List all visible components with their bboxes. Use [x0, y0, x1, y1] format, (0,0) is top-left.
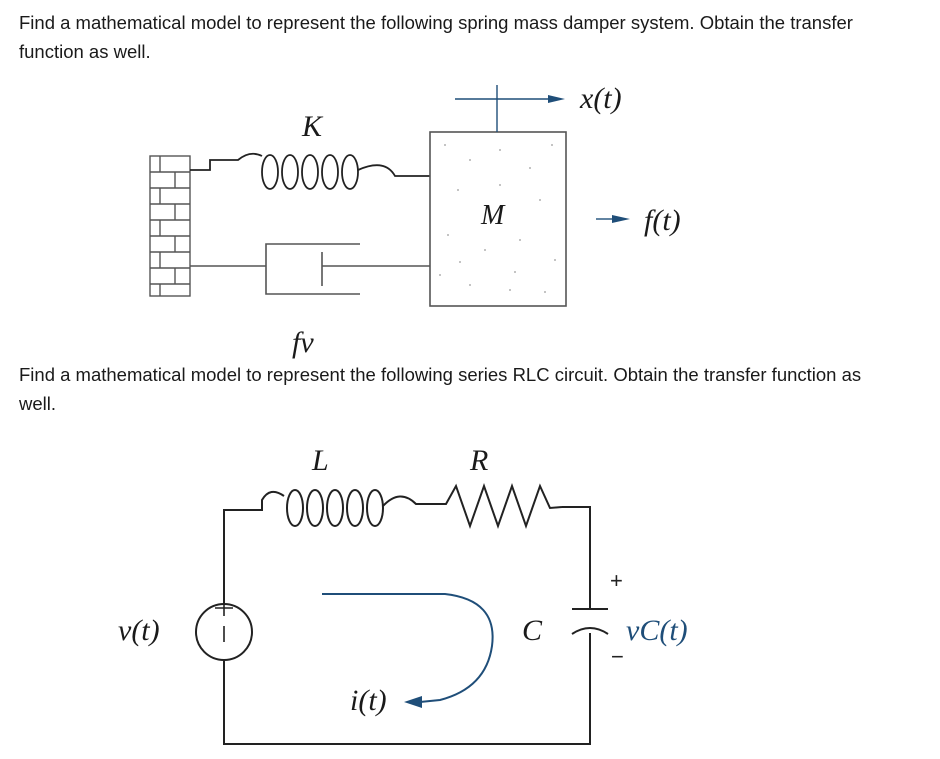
- question-2-text: Find a mathematical model to represent t…: [19, 364, 862, 414]
- voltage-source: [195, 600, 253, 661]
- mass-label: M: [480, 200, 506, 231]
- resistor: [430, 482, 563, 530]
- displacement-label: x(t): [579, 82, 622, 115]
- capacitor-label: C: [522, 614, 543, 647]
- circuit-wires: [223, 490, 591, 745]
- capacitor: [571, 608, 609, 635]
- capacitor-voltage-label: vC(t): [626, 614, 688, 647]
- current-loop: [322, 593, 494, 703]
- wall: [149, 155, 191, 297]
- spring-label: K: [301, 110, 324, 143]
- question-1-text: Find a mathematical model to represent t…: [19, 12, 853, 62]
- mass-block: [429, 131, 567, 307]
- spring: [190, 152, 430, 190]
- mass-texture: [439, 144, 556, 293]
- damper-label: fv: [292, 326, 314, 359]
- capacitor-minus-sign: −: [611, 644, 624, 669]
- capacitor-plus-sign: +: [610, 568, 623, 593]
- force-label: f(t): [644, 204, 681, 237]
- displacement-arrow-icon: [548, 95, 565, 103]
- current-label: i(t): [350, 684, 387, 717]
- source-label: v(t): [118, 614, 160, 647]
- resistor-label: R: [469, 444, 488, 477]
- inductor-label: L: [311, 444, 329, 477]
- inductor: [286, 489, 430, 527]
- displacement-indicator: [455, 85, 548, 132]
- damper: [190, 243, 430, 295]
- current-arrow-icon: [404, 696, 422, 708]
- force-arrow-icon: [612, 215, 630, 223]
